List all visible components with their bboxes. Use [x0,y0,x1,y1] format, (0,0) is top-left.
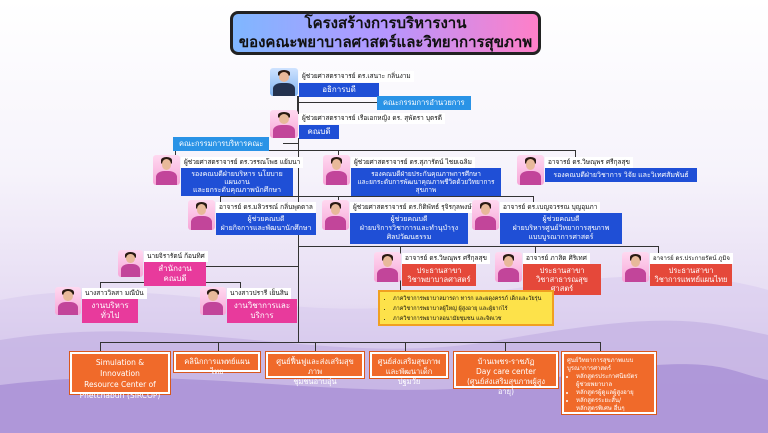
title-line-2: ของคณะพยาบาลศาสตร์และวิทยาการสุขภาพ [238,33,533,51]
vice-dean-2-photo [323,155,350,185]
program-head-2-photo [495,252,522,282]
unit-community-health: ศูนย์ฟื้นฟูและส่งเสริมสุขภาพ ชุมชนอาบอุ่… [266,352,364,386]
unit-thai-medicine-clinic: คลินิกการแพทย์แผนไทย [174,352,260,376]
vice-dean-2-name: ผู้ช่วยศาสตราจารย์ ดร.สุภารัตน์ ไชยเฉลิม [351,157,475,168]
assistant-dean-2-photo [322,200,349,230]
vice-dean-1-title: รองคณบดีฝ่ายบริหาร นโยบาย แผนงาน และยกระ… [181,168,293,196]
vice-dean-3-name: อาจารย์ ดร.วิษณุพร ศรีกุลสุข [545,157,633,168]
center-item: หลักสูตรระยะสั้น/ หลักสูตรพิเศษ อื่นๆ [576,397,651,413]
dean-photo [270,110,298,138]
page-title: โครงสร้างการบริหารงาน ของคณะพยาบาลศาสตร์… [230,11,541,55]
assistant-dean-3-title: ผู้ช่วยคณบดี ฝ่ายบริหารศูนย์วิทยาการสุขภ… [500,213,622,244]
integrated-health-center: ศูนย์วิทยาการสุขภาพแบบ บูรณาการศาสตร์ หล… [562,352,656,414]
program-head-2-name: อาจารย์ ภาสิต ศิริเทศ [523,253,590,264]
assistant-dean-2-name: ผู้ช่วยศาสตราจารย์ ดร.กิติพัทธ์ รุจิรกุล… [350,202,475,213]
center-item: หลักสูตรประกาศนียบัตร ผู้ช่วยพยาบาล [576,373,651,389]
unit-early-childhood: ศูนย์ส่งเสริมสุขภาพ และพัฒนาเด็กปฐมวัย [370,352,448,386]
assistant-dean-1-photo [188,200,215,230]
program-head-1-photo [374,252,401,282]
dean-name: ผู้ช่วยศาสตราจารย์ เรือเอกหญิง ดร. สุพัต… [299,113,445,124]
advisory-committee: คณะกรรมการอำนวยการ [377,96,471,110]
unit-day-care-center: บ้านเพชร-ราชภัฏ Day care center (ศูนย์ส่… [454,352,558,396]
office-head-name: นายจิรารัตน์ ก้อนทิศ [144,251,208,262]
staff-2-title: งานวิชาการและบริการ [227,299,297,323]
assistant-dean-2-title: ผู้ช่วยคณบดี ฝ่ายบริการวิชาการและทำนุบำร… [350,213,468,244]
assistant-dean-1-name: อาจารย์ ดร.มลิวรรณ์ กลิ่นพุดตาล [216,202,316,213]
program-head-1-title: ประธานสาขา วิชาพยาบาลศาสตร์ [402,264,476,286]
office-title: สำนักงานคณบดี [144,262,206,286]
program-head-2-title: ประธานสาขา วิชาสาธารณสุขศาสตร์ [523,264,601,295]
nursing-department-item: ภาควิชาการพยาบาลอนามัยชุมชน และจิตเวช [393,314,548,324]
program-head-3-photo [622,252,649,282]
assistant-dean-3-name: อาจารย์ ดร.เบญจวรรณ บุญอุมภา [500,202,601,213]
staff-2-photo [200,287,226,315]
title-line-1: โครงสร้างการบริหารงาน [304,14,467,32]
staff-1-name: นางสาววิลสา มณีบัน [82,288,147,299]
assistant-dean-3-photo [472,200,499,230]
staff-2-name: นางสาวปรารี เย็นสิน [227,288,292,299]
president-title: อธิการบดี [299,83,379,97]
program-head-3-name: อาจารย์ ดร.ประกายรัตน์ ภูมิจ [650,253,733,264]
staff-1-title: งานบริหารทั่วไป [82,299,138,323]
program-head-1-name: อาจารย์ ดร.วิษณุพร ศรีกุลสุข [402,253,490,264]
program-head-3-title: ประธานสาขา วิชาการแพทย์แผนไทย [650,264,732,286]
nursing-departments-box: ภาควิชาการพยาบาลมารดา ทารก และผดุงครรภ์ … [378,290,554,326]
exec-committee: คณะกรรมการบริหารคณะ [173,137,270,151]
staff-1-photo [55,287,81,315]
vice-dean-3-title: รองคณบดีฝ่ายวิชาการ วิจัย และวิเทศสัมพัน… [545,168,697,182]
office-head-photo [118,250,143,277]
vice-dean-1-photo [153,155,180,185]
president-photo [270,68,298,96]
assistant-dean-1-title: ผู้ช่วยคณบดี ฝ่ายกิจการและพัฒนานักศึกษา [216,213,316,235]
dean-title: คณบดี [299,125,339,139]
nursing-department-item: ภาควิชาการพยาบาลมารดา ทารก และผดุงครรภ์ … [393,294,548,304]
president-name: ผู้ช่วยศาสตราจารย์ ดร.เสนาะ กลิ่นงาม [299,71,414,82]
vice-dean-3-photo [517,155,544,185]
center-item: หลักสูตรผู้ดูแลผู้สูงอายุ [576,389,651,397]
vice-dean-1-name: ผู้ช่วยศาสตราจารย์ ดร.วรรณโพธ แย้มนา [181,157,304,168]
nursing-department-item: ภาควิชาการพยาบาลผู้ใหญ่ ผู้สูงอายุ และผู… [393,304,548,314]
unit-sircop: Simulation & Innovation Resource Center … [70,352,170,400]
vice-dean-2-title: รองคณบดีฝ่ายประกันคุณภาพการศึกษา และยกระ… [351,168,501,196]
center-title: ศูนย์วิทยาการสุขภาพแบบ บูรณาการศาสตร์ [567,357,634,372]
